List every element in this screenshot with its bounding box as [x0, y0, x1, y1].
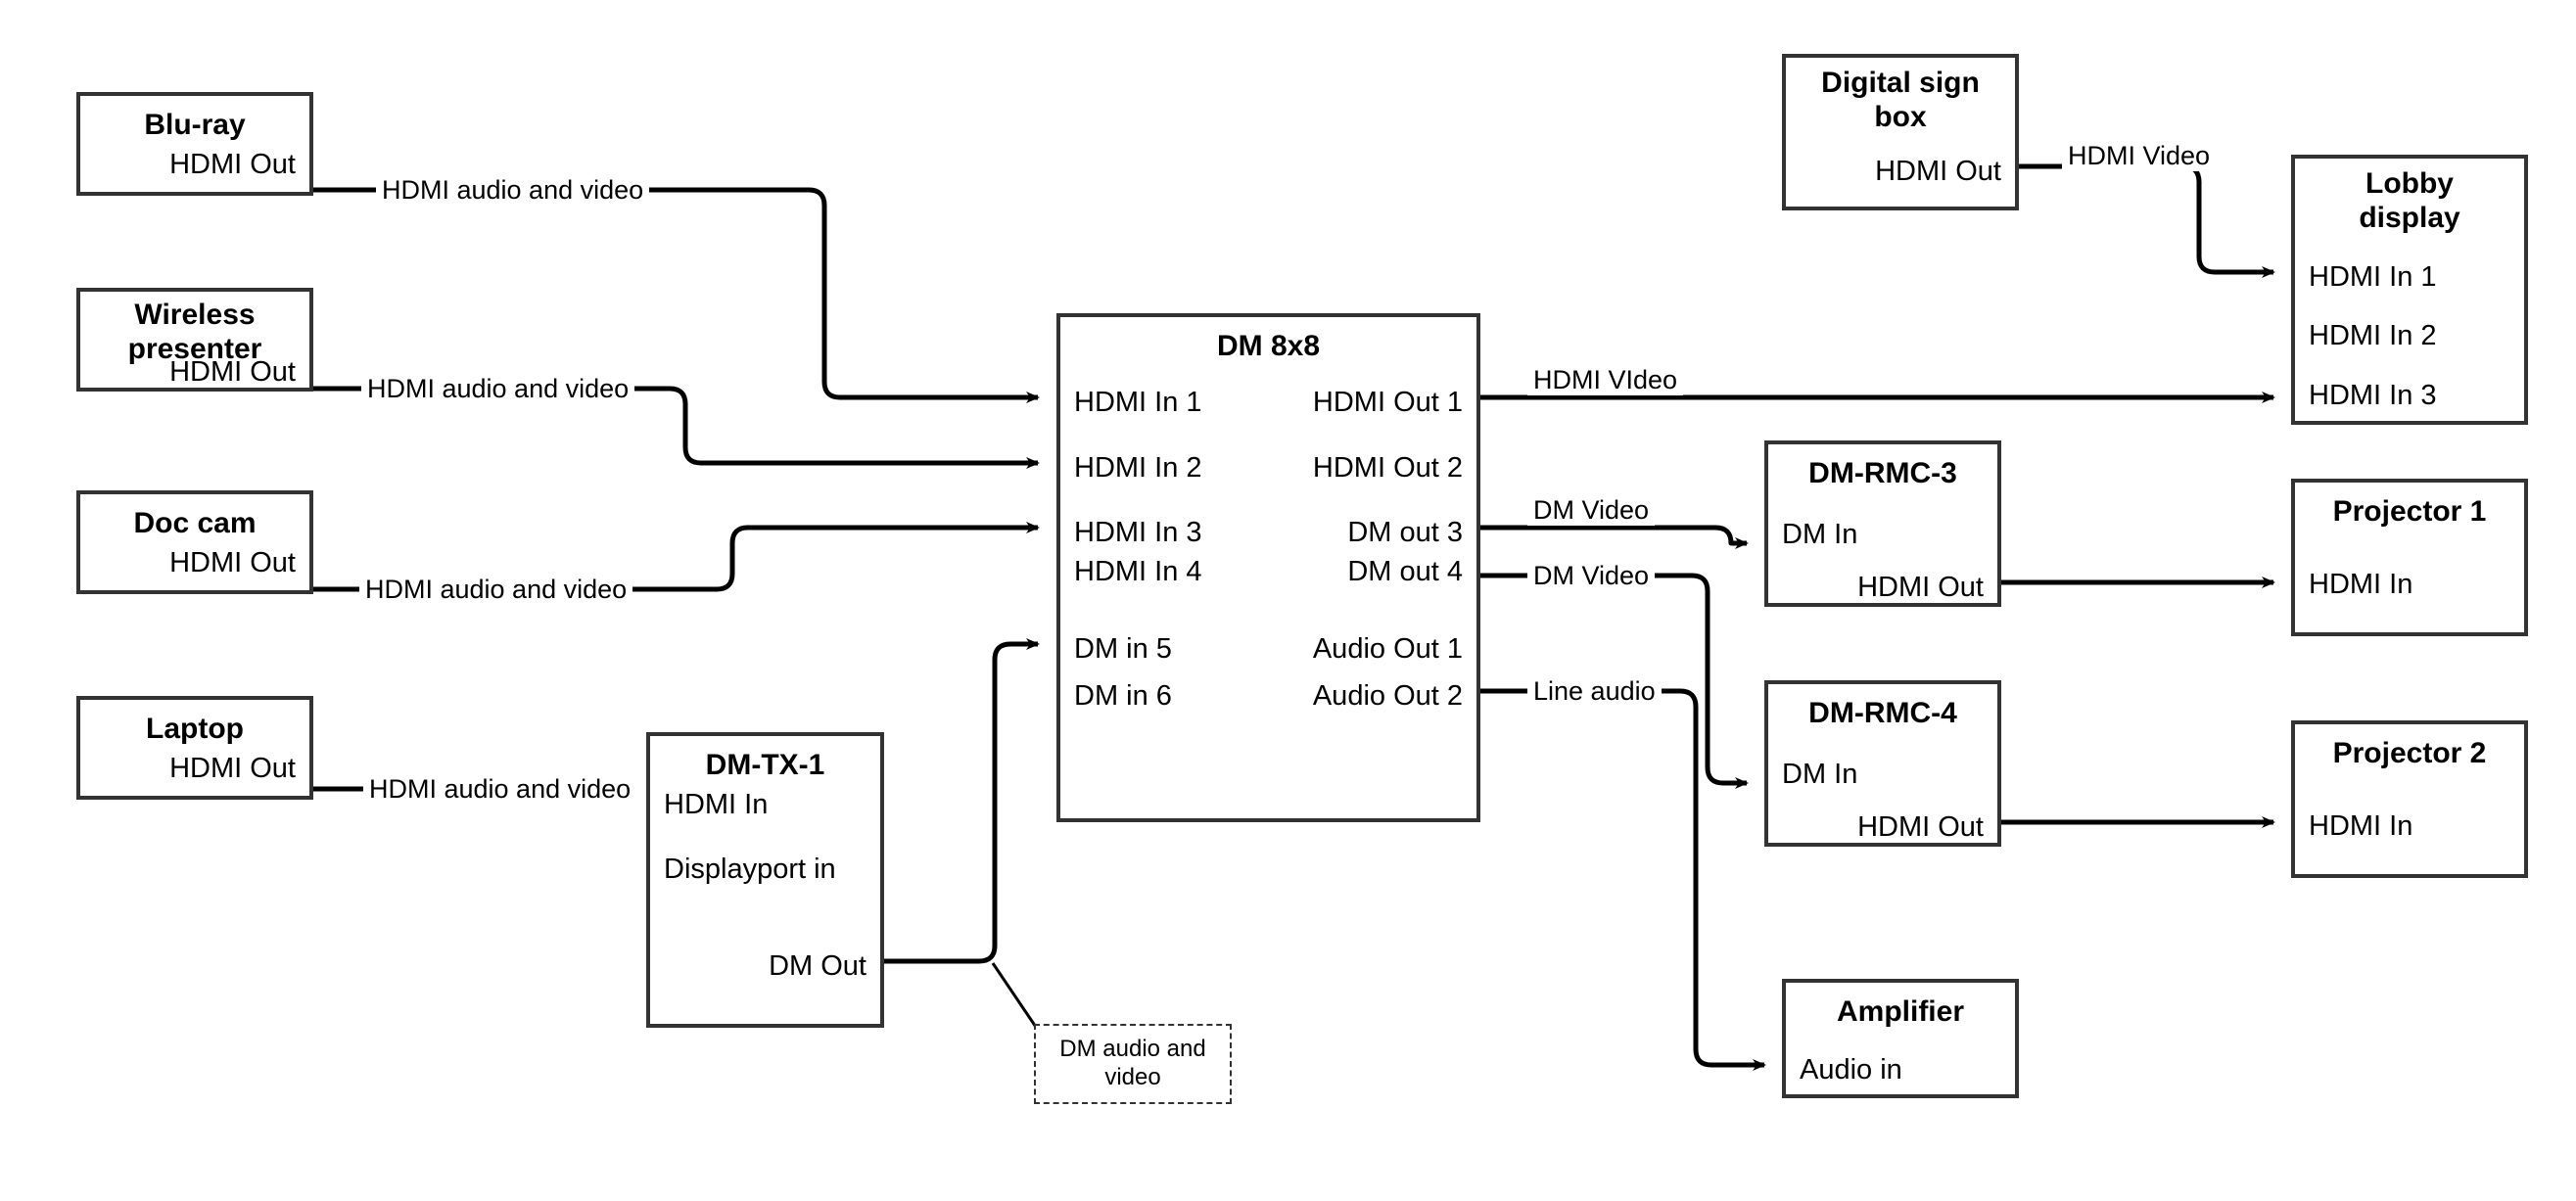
- port-signbox-hdmi-out[interactable]: HDMI Out: [1875, 156, 2001, 187]
- node-bluray-title: Blu-ray: [144, 109, 246, 141]
- port-doc-cam-hdmi-out[interactable]: HDMI Out: [169, 547, 296, 578]
- node-doc-cam-title: Doc cam: [133, 507, 257, 539]
- node-dm-8x8-title: DM 8x8: [1216, 330, 1321, 362]
- node-dm-8x8[interactable]: DM 8x8 HDMI In 1 HDMI In 2 HDMI In 3 HDM…: [1056, 313, 1480, 822]
- port-dm8x8-dm-in-5[interactable]: DM in 5: [1074, 633, 1172, 665]
- port-dm8x8-hdmi-in-4[interactable]: HDMI In 4: [1074, 556, 1202, 587]
- port-rmc3-dm-in[interactable]: DM In: [1782, 519, 1858, 550]
- wire-label-line-audio: Line audio: [1527, 676, 1662, 707]
- port-dm8x8-hdmi-in-3[interactable]: HDMI In 3: [1074, 517, 1202, 548]
- port-laptop-hdmi-out[interactable]: HDMI Out: [169, 753, 296, 784]
- annotation-dm-audio-and-video: DM audio and video: [1034, 1024, 1232, 1104]
- port-lobby-hdmi-in-2[interactable]: HDMI In 2: [2309, 320, 2437, 351]
- wire-label-doccam: HDMI audio and video: [359, 575, 633, 605]
- node-dm-tx-1[interactable]: DM-TX-1 HDMI In Displayport in DM Out: [646, 732, 884, 1028]
- node-dm-rmc-4-title: DM-RMC-4: [1808, 697, 1957, 729]
- wire-signbox-to-lobby: [2019, 163, 2275, 278]
- port-lobby-hdmi-in-1[interactable]: HDMI In 1: [2309, 261, 2437, 293]
- node-projector-2[interactable]: Projector 2 HDMI In: [2291, 720, 2528, 878]
- wire-label-dm-video-3: DM Video: [1527, 495, 1656, 526]
- node-dm-rmc-3[interactable]: DM-RMC-3 DM In HDMI Out: [1764, 440, 2001, 607]
- port-dmtx1-displayport-in[interactable]: Displayport in: [664, 854, 836, 885]
- node-laptop[interactable]: Laptop HDMI Out: [76, 696, 313, 800]
- port-dm8x8-dm-in-6[interactable]: DM in 6: [1074, 680, 1172, 712]
- wire-dmtx1-to-dm8x8: [884, 638, 1040, 964]
- port-dm8x8-dm-out-4[interactable]: DM out 4: [1347, 556, 1463, 587]
- port-bluray-hdmi-out[interactable]: HDMI Out: [169, 149, 296, 180]
- wire-label-signbox-hdmi-video: HDMI Video: [2062, 141, 2217, 171]
- port-dm8x8-hdmi-in-2[interactable]: HDMI In 2: [1074, 452, 1202, 484]
- port-dm8x8-audio-out-1[interactable]: Audio Out 1: [1312, 633, 1463, 665]
- node-laptop-title: Laptop: [146, 713, 244, 745]
- port-dm8x8-audio-out-2[interactable]: Audio Out 2: [1312, 680, 1463, 712]
- port-amplifier-audio-in[interactable]: Audio in: [1800, 1054, 1902, 1086]
- node-amplifier-title: Amplifier: [1836, 995, 1965, 1028]
- port-dm8x8-hdmi-out-2[interactable]: HDMI Out 2: [1312, 452, 1463, 484]
- wire-dm8x8-to-amplifier: [1480, 688, 1766, 1071]
- wire-dm8x8-to-rmc3: [1480, 525, 1749, 549]
- node-bluray[interactable]: Blu-ray HDMI Out: [76, 92, 313, 196]
- port-dm8x8-dm-out-3[interactable]: DM out 3: [1347, 517, 1463, 548]
- port-lobby-hdmi-in-3[interactable]: HDMI In 3: [2309, 380, 2437, 411]
- port-projector-2-hdmi-in[interactable]: HDMI In: [2309, 810, 2413, 842]
- node-projector-2-title: Projector 2: [2332, 737, 2487, 769]
- wire-label-bluray: HDMI audio and video: [376, 175, 650, 206]
- wire-label-wireless: HDMI audio and video: [361, 374, 635, 404]
- port-projector-1-hdmi-in[interactable]: HDMI In: [2309, 569, 2413, 600]
- wire-label-hdmi-video-lobby: HDMI VIdeo: [1527, 365, 1684, 395]
- port-dm8x8-hdmi-out-1[interactable]: HDMI Out 1: [1312, 387, 1463, 418]
- node-dm-rmc-3-title: DM-RMC-3: [1808, 457, 1957, 489]
- wire-label-laptop: HDMI audio and video: [363, 774, 637, 805]
- wire-bluray-to-dm8x8: [313, 187, 1040, 403]
- port-wireless-presenter-hdmi-out[interactable]: HDMI Out: [169, 356, 296, 388]
- port-dm8x8-hdmi-in-1[interactable]: HDMI In 1: [1074, 387, 1202, 418]
- node-amplifier[interactable]: Amplifier Audio in: [1782, 979, 2019, 1098]
- node-doc-cam[interactable]: Doc cam HDMI Out: [76, 490, 313, 594]
- node-dm-tx-1-title: DM-TX-1: [705, 749, 825, 781]
- node-projector-1-title: Projector 1: [2332, 495, 2487, 528]
- port-rmc3-hdmi-out[interactable]: HDMI Out: [1857, 572, 1984, 603]
- node-projector-1[interactable]: Projector 1 HDMI In: [2291, 479, 2528, 636]
- node-dm-rmc-4[interactable]: DM-RMC-4 DM In HDMI Out: [1764, 680, 2001, 847]
- port-dmtx1-dm-out[interactable]: DM Out: [769, 950, 866, 982]
- wire-label-dm-video-4: DM Video: [1527, 561, 1656, 591]
- port-rmc4-hdmi-out[interactable]: HDMI Out: [1857, 811, 1984, 843]
- port-dmtx1-hdmi-in[interactable]: HDMI In: [664, 789, 769, 820]
- port-rmc4-dm-in[interactable]: DM In: [1782, 759, 1858, 790]
